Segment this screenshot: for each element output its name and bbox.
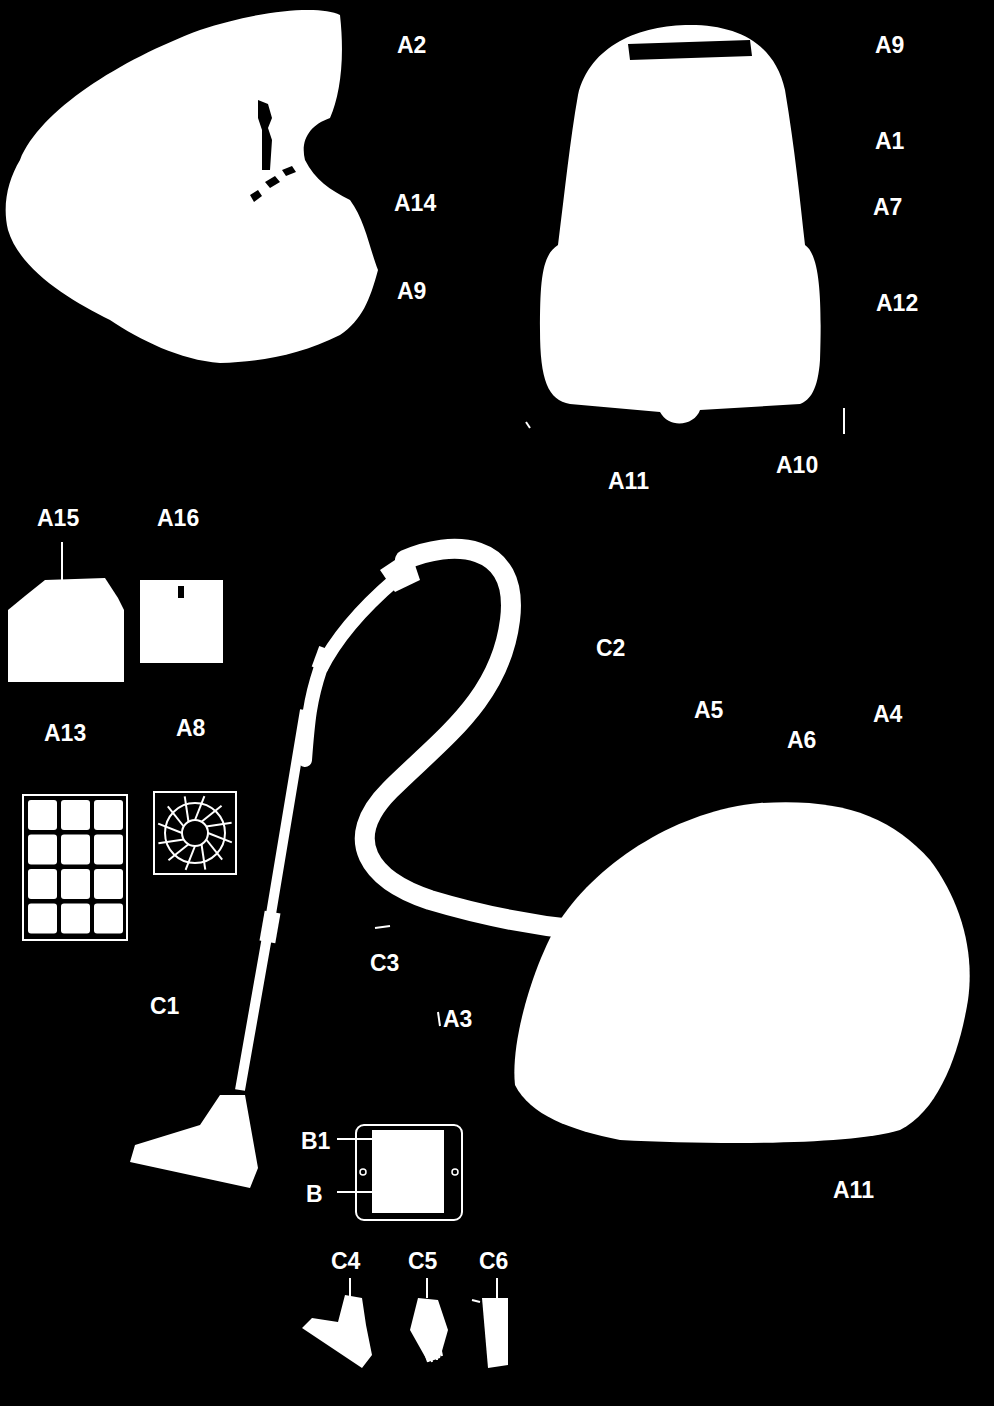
callout-label: A9 (875, 32, 904, 58)
cleaner-front-view (540, 25, 821, 424)
callout-label: C1 (150, 993, 179, 1019)
motor-filter (140, 580, 223, 663)
brush-nozzle (410, 1298, 448, 1362)
cleaner-body (514, 802, 969, 1143)
callout-label: C3 (370, 950, 399, 976)
dust-bag (8, 578, 124, 682)
callout-label: A8 (176, 715, 205, 741)
callout-label: C5 (408, 1248, 437, 1274)
floor-nozzle (130, 1095, 258, 1188)
callout-label: A5 (694, 697, 723, 723)
callout-label: A14 (394, 190, 436, 216)
callout-label: C2 (596, 635, 625, 661)
callout-label: A11 (833, 1177, 874, 1203)
callout-label: A10 (776, 452, 818, 478)
callout-label: A1 (875, 128, 904, 154)
callout-label: B1 (301, 1128, 330, 1154)
callout-label: A15 (37, 505, 79, 531)
cleaner-side-view (6, 10, 378, 363)
callout-label: A3 (443, 1006, 472, 1032)
tube (240, 710, 305, 1090)
callout-label: A9 (397, 278, 426, 304)
handle (305, 580, 395, 760)
crevice-nozzle (482, 1298, 508, 1368)
callout-label: A7 (873, 194, 902, 220)
upholstery-nozzle (302, 1295, 372, 1368)
callout-label: A2 (397, 32, 426, 58)
callout-label: A6 (787, 727, 816, 753)
hose (365, 549, 580, 930)
callout-label: B (306, 1181, 323, 1207)
callout-label: A4 (873, 701, 902, 727)
callout-label: A16 (157, 505, 199, 531)
filter-grill (154, 792, 236, 874)
exhaust-filter (23, 795, 127, 940)
callout-label: A12 (876, 290, 918, 316)
callout-label: C4 (331, 1248, 360, 1274)
callout-label: C6 (479, 1248, 508, 1274)
callout-label: A11 (608, 468, 649, 494)
callout-label: A13 (44, 720, 86, 746)
